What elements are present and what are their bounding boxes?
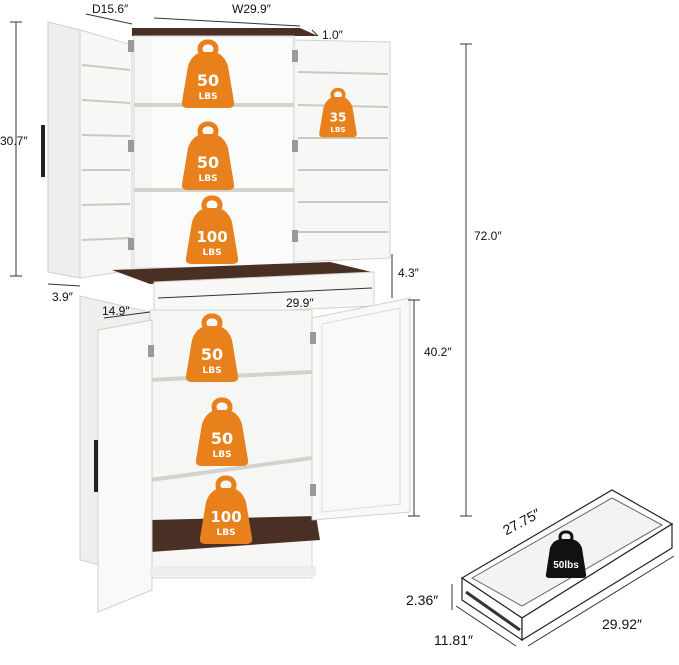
top-width-label: W29.9″ xyxy=(232,2,271,16)
lower-left-door xyxy=(97,319,153,613)
drawer-depth-label: 2.36″ xyxy=(406,592,439,608)
weight-icon: 50 LBS xyxy=(186,316,238,382)
upper-left-door xyxy=(47,21,81,279)
weight-unit: LBS xyxy=(216,528,235,538)
upper-cabinet-top xyxy=(132,28,318,36)
top-depth-label: D15.6″ xyxy=(92,2,129,16)
weight-icon: 50 LBS xyxy=(196,400,248,466)
weight-unit: LBS xyxy=(212,450,231,460)
weight-value: 50 xyxy=(211,429,233,448)
drawer-front-width-label: 11.81″ xyxy=(434,632,473,648)
hinge-icon xyxy=(292,140,298,152)
weight-icon: 35 LBS xyxy=(317,87,359,140)
weight-unit: LBS xyxy=(202,248,221,258)
lower-right-door xyxy=(311,297,411,521)
hinge-icon xyxy=(128,140,134,152)
lower-height-label: 40.2″ xyxy=(424,345,452,359)
hinge-icon xyxy=(310,484,316,496)
weight-icon: 100 LBS xyxy=(186,198,238,264)
hinge-icon xyxy=(128,40,134,52)
total-height-label: 72.0″ xyxy=(474,229,502,243)
hinge-icon xyxy=(128,238,134,250)
weight-value: 100 xyxy=(210,508,241,526)
hinge-icon xyxy=(148,345,154,357)
drawer-side-width-label: 29.92″ xyxy=(602,616,642,632)
hinge-icon xyxy=(292,50,298,62)
drawer-capacity: 50lbs xyxy=(553,560,579,571)
upper-height-label: 30.7″ xyxy=(0,134,28,148)
middle-countertop xyxy=(112,262,372,284)
weight-value: 35 xyxy=(329,110,346,124)
weight-unit: LBS xyxy=(198,92,217,102)
weight-unit: LBS xyxy=(198,174,217,184)
weight-value: 50 xyxy=(197,153,219,172)
hinge-icon xyxy=(292,230,298,242)
weight-value: 50 xyxy=(201,345,223,364)
top-thickness-label: 1.0″ xyxy=(322,28,343,42)
door-depth-label: 3.9″ xyxy=(52,290,73,304)
hinge-icon xyxy=(310,332,316,344)
weight-unit: LBS xyxy=(202,366,221,376)
upper-right-door xyxy=(293,39,391,263)
upper-left-handle xyxy=(41,125,45,177)
weight-icon: 50 LBS xyxy=(182,124,234,190)
lower-left-handle xyxy=(94,440,98,492)
drawer-detail-illustration: 50lbs xyxy=(451,489,675,647)
weight-value: 100 xyxy=(196,228,227,246)
weight-icon: 50lbs xyxy=(545,530,587,578)
weight-icon: 100 LBS xyxy=(200,478,252,544)
drawer-height-label: 4.3″ xyxy=(398,266,419,280)
drawer-width-label: 29.9″ xyxy=(286,296,314,310)
weight-icon: 50 LBS xyxy=(182,42,234,108)
lower-depth-label: 14.9″ xyxy=(102,304,130,318)
weight-value: 50 xyxy=(197,71,219,90)
weight-unit: LBS xyxy=(330,125,345,134)
